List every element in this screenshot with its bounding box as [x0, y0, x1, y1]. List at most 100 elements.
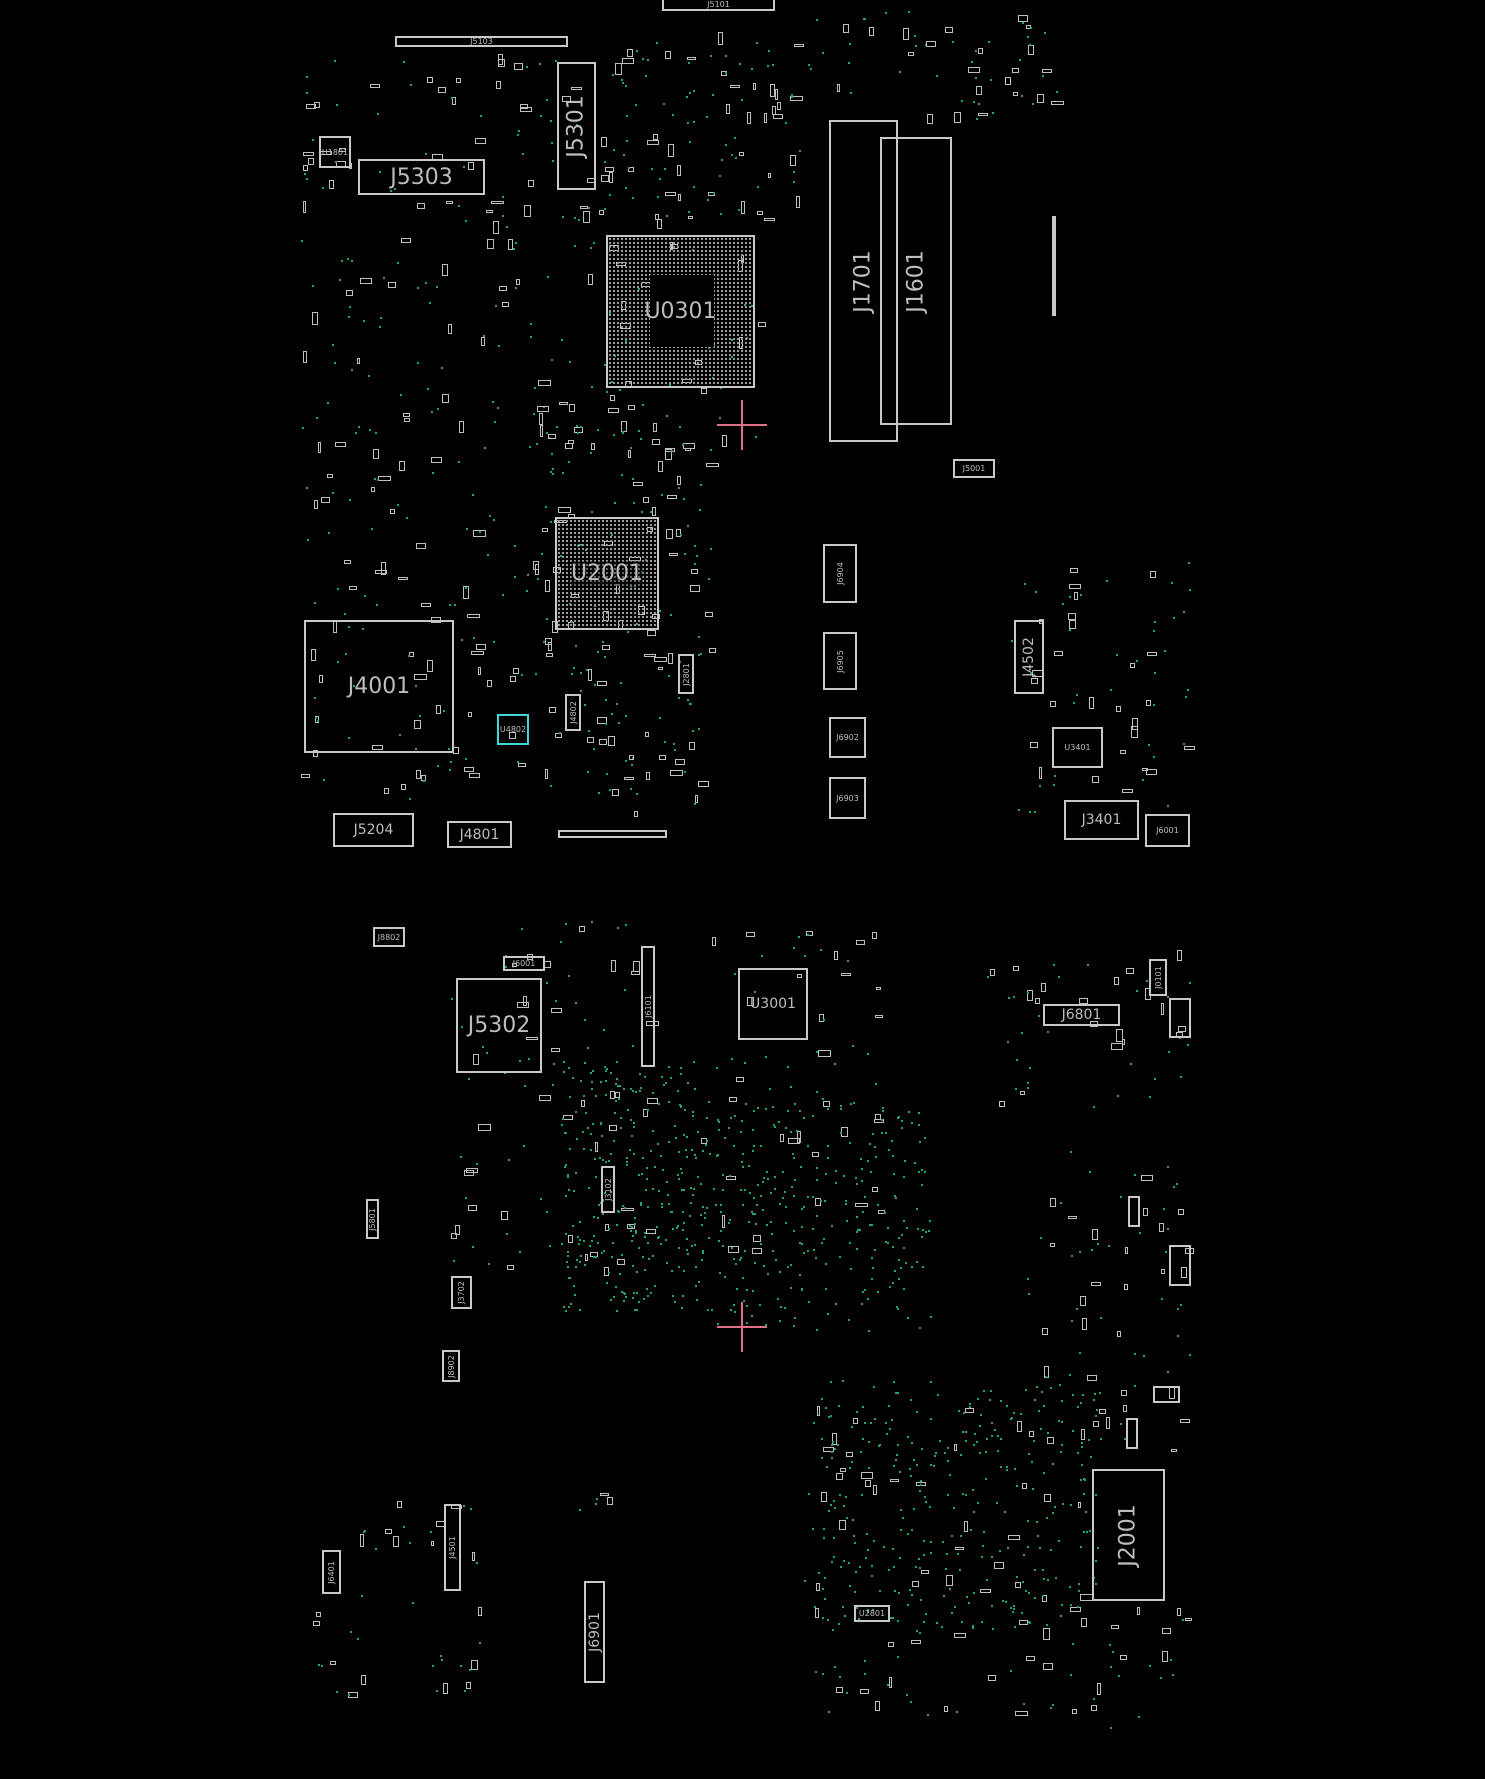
connector-j6902[interactable]: J6902 [829, 717, 866, 758]
connector-j6001[interactable]: J6001 [1145, 814, 1190, 847]
connector-j4802[interactable]: J4802 [565, 694, 581, 731]
connector-right-1[interactable] [1169, 998, 1191, 1038]
pin-dot [842, 1606, 845, 1609]
smd-pad [846, 1451, 854, 1458]
pin-dot [712, 191, 715, 194]
smd-pad [779, 1133, 784, 1143]
connector-j6904[interactable]: J6904 [823, 544, 857, 603]
connector-j6801[interactable]: J6801 [1043, 1004, 1120, 1026]
connector-right-3[interactable] [1169, 1245, 1191, 1286]
connector-j5103[interactable]: J5103 [395, 36, 568, 47]
chip-u3001[interactable]: U3001 [738, 968, 808, 1040]
connector-strip[interactable] [558, 830, 667, 838]
smd-pad [591, 443, 595, 451]
connector-j4001[interactable]: J4001 [304, 620, 454, 753]
connector-j5801[interactable]: J5801 [366, 1199, 379, 1239]
pin-dot [716, 1323, 719, 1326]
smd-pad [1091, 1704, 1097, 1712]
connector-j3401[interactable]: J3401 [1064, 800, 1139, 840]
connector-j4801[interactable]: J4801 [447, 821, 512, 848]
pin-dot [315, 416, 318, 419]
pin-dot [504, 1016, 507, 1019]
connector-j3102[interactable]: J3102 [601, 1166, 615, 1213]
pin-dot [627, 630, 630, 633]
pin-dot [909, 1588, 911, 1591]
connector-j8802[interactable]: J8802 [373, 927, 405, 947]
pin-dot [734, 136, 737, 139]
pin-dot [760, 955, 763, 958]
connector-j5301[interactable]: J5301 [557, 62, 596, 190]
connector-j6401[interactable]: J6401 [322, 1550, 341, 1594]
smd-pad [567, 439, 575, 444]
connector-j6905[interactable]: J6905 [823, 632, 857, 690]
pin-dot [604, 655, 607, 658]
connector-j6101[interactable]: J6101 [641, 946, 655, 1067]
pin-dot [680, 1167, 683, 1170]
smd-pad [1115, 705, 1122, 713]
slot-j1701[interactable]: J1701 [829, 120, 898, 442]
connector-j5302[interactable]: J5302 [456, 978, 542, 1073]
pin-dot [1069, 1374, 1072, 1377]
pin-dot [573, 244, 576, 247]
connector-right-2[interactable] [1128, 1196, 1140, 1227]
connector-j5001[interactable]: J5001 [953, 459, 995, 478]
connector-j2801[interactable]: J2801 [678, 654, 694, 694]
smd-pad [1080, 1617, 1088, 1628]
pin-dot [512, 248, 515, 251]
component-label: J5303 [390, 164, 453, 190]
connector-j5101[interactable]: J5101 [662, 0, 775, 11]
pin-dot [630, 787, 633, 790]
smd-pad [902, 27, 910, 41]
connector-j6001b[interactable]: J6001 [503, 956, 545, 971]
slot-j1601[interactable]: J1601 [880, 137, 952, 425]
pin-dot [923, 1171, 926, 1174]
connector-j6903[interactable]: J6903 [829, 777, 866, 819]
pin-dot [678, 1150, 681, 1153]
connector-j8902[interactable]: J8902 [442, 1350, 460, 1382]
chip-u3401[interactable]: U3401 [1052, 727, 1103, 768]
smd-pad [1054, 650, 1064, 656]
pin-dot [1038, 1014, 1041, 1017]
pin-dot [686, 95, 689, 98]
connector-right-4[interactable] [1153, 1386, 1180, 1403]
connector-j3702[interactable]: J3702 [451, 1276, 472, 1309]
connector-j4501[interactable]: J4501 [444, 1504, 461, 1591]
chip-u4802-selected[interactable]: U4802 [497, 714, 529, 745]
pin-dot [793, 171, 796, 174]
smd-pad [472, 1053, 479, 1065]
pin-dot [800, 1225, 803, 1228]
connector-j4502[interactable]: J4502 [1014, 620, 1044, 694]
pin-dot [1083, 1479, 1086, 1482]
pin-dot [549, 520, 552, 523]
pin-dot [916, 1260, 919, 1263]
pin-dot [696, 1298, 699, 1301]
connector-strip-right[interactable] [1052, 216, 1056, 316]
smd-pad [1043, 1627, 1051, 1640]
chip-u2001[interactable]: U2001 [555, 517, 659, 630]
pin-dot [594, 1176, 597, 1179]
connector-j6901[interactable]: J6901 [584, 1581, 605, 1683]
pin-dot [572, 666, 575, 669]
chip-u1801[interactable]: U1801 [319, 136, 351, 168]
smd-pad [400, 238, 412, 243]
chip-u2801[interactable]: U2801 [854, 1605, 890, 1622]
smd-pad [1049, 1242, 1055, 1247]
pin-dot [529, 335, 532, 338]
pin-dot [871, 1277, 874, 1280]
connector-j2001[interactable]: J2001 [1092, 1469, 1165, 1601]
chip-u0301[interactable]: U0301 [606, 235, 755, 388]
pin-dot [1109, 689, 1112, 692]
pin-dot [575, 644, 578, 647]
smd-pad [976, 86, 982, 96]
pin-dot [972, 1489, 975, 1492]
connector-j5204[interactable]: J5204 [333, 813, 414, 847]
connector-j5303[interactable]: J5303 [358, 159, 485, 195]
connector-j0101[interactable]: J0101 [1149, 959, 1167, 996]
pin-dot [717, 1119, 720, 1122]
smd-pad [979, 1589, 992, 1593]
pin-dot [814, 1606, 817, 1609]
smd-pad [310, 649, 316, 662]
connector-right-5[interactable] [1126, 1418, 1138, 1449]
pin-dot [772, 1106, 775, 1109]
